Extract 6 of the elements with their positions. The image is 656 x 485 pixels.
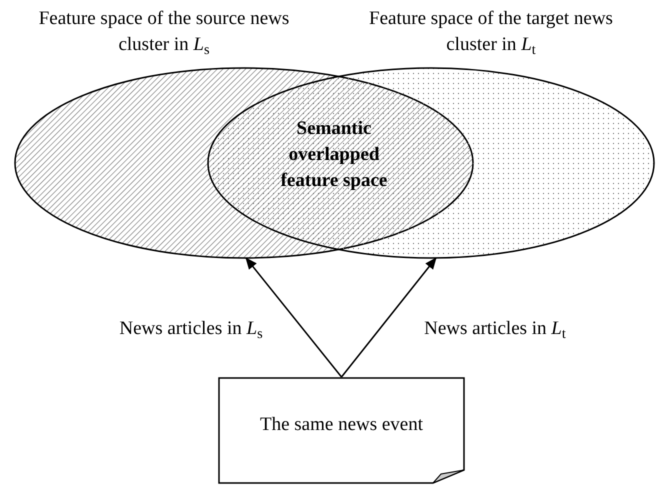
region-heading: Feature space of the target news cluster in L$_{t}$ bbox=[368, 7, 614, 58]
arrow bbox=[340, 257, 437, 378]
region-heading: Feature space of the source news cluster in L$_{s}$ bbox=[38, 7, 290, 58]
arrow bbox=[245, 257, 342, 378]
note-text: The same news event bbox=[260, 412, 424, 436]
overlap-label: Semantic overlapped feature space bbox=[280, 117, 388, 193]
